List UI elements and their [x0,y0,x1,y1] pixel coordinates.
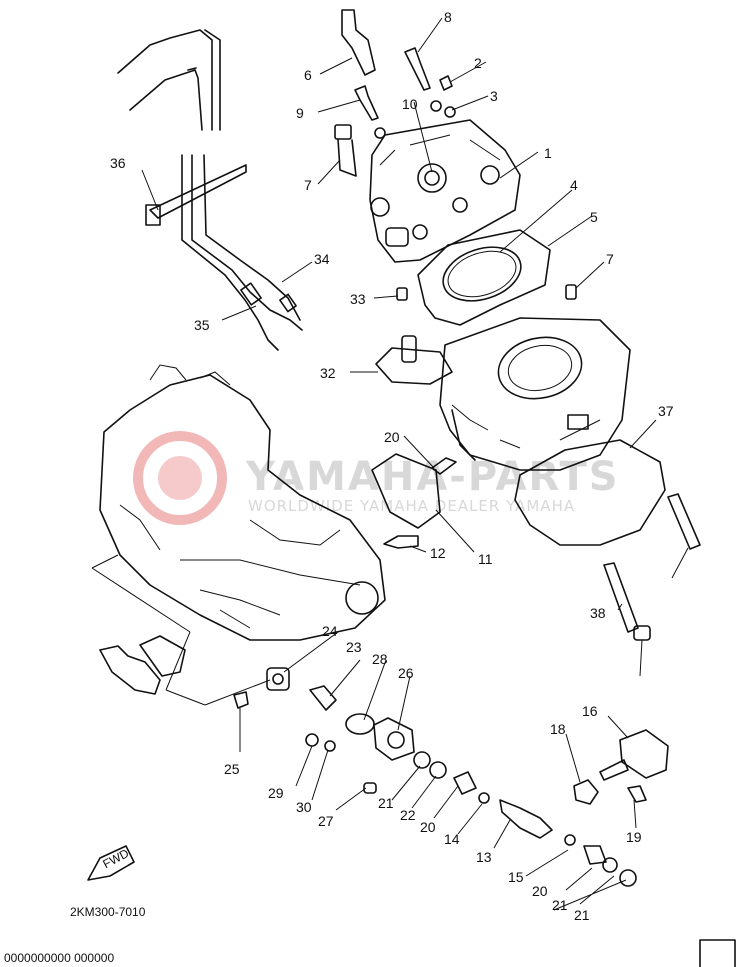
callout-12: 12 [430,545,446,561]
callout-25: 26 [398,665,414,681]
leader-lines [141,17,689,911]
head-gaskets [417,229,551,326]
callout-24: 25 [224,761,240,777]
callout-16: 18 [550,721,566,737]
watermark-subtitle: WORLDWIDE YAMAHA DEALER YAMAHA [248,497,575,515]
throttle-cables [117,29,303,351]
callout-21-top: 22 [400,807,416,823]
callout-6: 6 [304,67,312,83]
exhaust-holder [371,453,457,549]
callout-3: 3 [490,88,498,104]
fwd-label: FWD [100,846,131,871]
callout-26: 27 [318,813,334,829]
corner-mark [699,939,736,967]
callout-30: 32 [320,365,336,381]
footer-text: 0000000000 000000 [4,951,114,965]
callout-8: 7 [304,177,312,193]
callout-11: 11 [478,551,493,567]
exhaust-valve-lever [573,729,669,805]
exhaust-valve-cover [375,287,453,385]
diagram-code: 2KM300-7010 [70,905,146,919]
cylinder-studs [603,493,701,641]
callout-21-bottom: 21 [552,897,568,913]
callout-14-top: 14 [444,831,460,847]
callout-32: 34 [314,251,330,267]
callout-22: 23 [346,639,362,655]
callout-9-left: 9 [296,105,304,121]
callout-9-top: 8 [444,9,452,25]
callout-10: 10 [402,96,418,112]
callout-29: 30 [296,799,312,815]
callout-23: 24 [322,623,338,639]
callout-31: 33 [350,291,366,307]
pulley-parts [233,667,415,794]
callout-4: 4 [570,177,578,193]
callout-13: 13 [476,849,492,865]
callout-1: 1 [544,145,552,161]
head-fasteners [334,9,456,177]
callout-18: 20 [384,429,400,445]
watermark: YAMAHA-PARTS WORLDWIDE YAMAHA DEALER YAM… [133,431,620,525]
callout-33: 35 [194,317,210,333]
watermark-title: YAMAHA-PARTS [245,454,620,500]
callout-27: 28 [372,651,388,667]
callout-34: 36 [110,155,126,171]
callout-14-bottom: 15 [508,869,524,885]
callout-5: 5 [590,209,598,225]
callout-7: 7 [606,251,614,267]
callout-35: 37 [658,403,674,419]
callout-17: 19 [626,829,642,845]
exhaust-valve-assembly-left [99,635,186,695]
watermark-logo-icon [133,431,227,525]
callout-20-bottom: 21 [574,907,590,923]
callout-19-bottom: 20 [532,883,548,899]
exhaust-valve-shaft-parts [413,751,637,887]
callout-28: 29 [268,785,284,801]
cylinder-base-gasket [514,439,666,546]
callout-2: 2 [474,55,482,71]
callout-15: 16 [582,703,598,719]
cylinder [439,317,631,471]
callout-20-top: 21 [378,795,394,811]
part-callouts: 8 2 3 6 9 10 7 1 4 5 7 36 34 35 33 32 37… [110,9,674,923]
crankcase [99,364,386,641]
callout-36: 38 [590,605,606,621]
cylinder-head [369,119,521,263]
dowel-pin [565,284,577,300]
reference-lines [91,554,271,706]
callout-19-top: 20 [420,819,436,835]
forward-arrow-icon: FWD [87,845,135,881]
